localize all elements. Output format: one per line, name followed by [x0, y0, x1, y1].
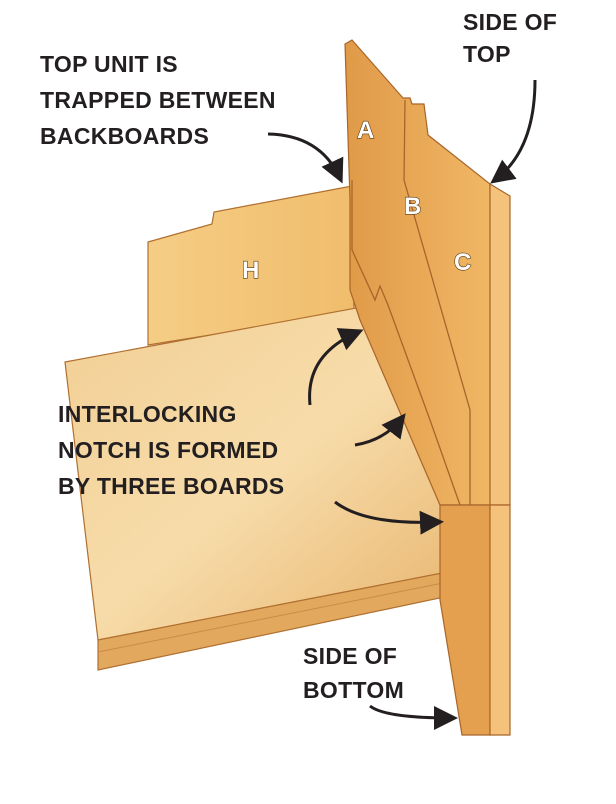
- callout-notch-line1: INTERLOCKING: [58, 401, 237, 427]
- callout-top-unit-line2: TRAPPED BETWEEN: [40, 87, 276, 113]
- arrow-side-of-bottom: [369, 704, 458, 730]
- callout-side-of-top-line1: SIDE OF: [463, 9, 557, 35]
- callout-side-of-bottom-line1: SIDE OF: [303, 643, 397, 669]
- arrow-top-unit: [267, 132, 344, 184]
- callout-top-unit-line1: TOP UNIT IS: [40, 51, 178, 77]
- side-of-bottom-board: [439, 504, 491, 736]
- side-of-top-edge: [489, 182, 511, 506]
- arrow-side-of-top: [490, 79, 537, 184]
- backboard-abc: [344, 39, 491, 506]
- callout-notch-line3: BY THREE BOARDS: [58, 473, 284, 499]
- arrow-notch-middle: [354, 413, 406, 447]
- part-label-a: A: [357, 117, 374, 144]
- arrow-notch-upper: [308, 328, 364, 406]
- arrow-notch-lower: [334, 500, 444, 535]
- part-label-b: B: [404, 193, 421, 220]
- callout-notch-line2: NOTCH IS FORMED: [58, 437, 278, 463]
- callout-top-unit-line3: BACKBOARDS: [40, 123, 209, 149]
- callout-side-of-top-line2: TOP: [463, 41, 511, 67]
- callout-side-of-bottom-line2: BOTTOM: [303, 677, 404, 703]
- part-label-h: H: [242, 257, 259, 284]
- part-label-c: C: [454, 249, 471, 276]
